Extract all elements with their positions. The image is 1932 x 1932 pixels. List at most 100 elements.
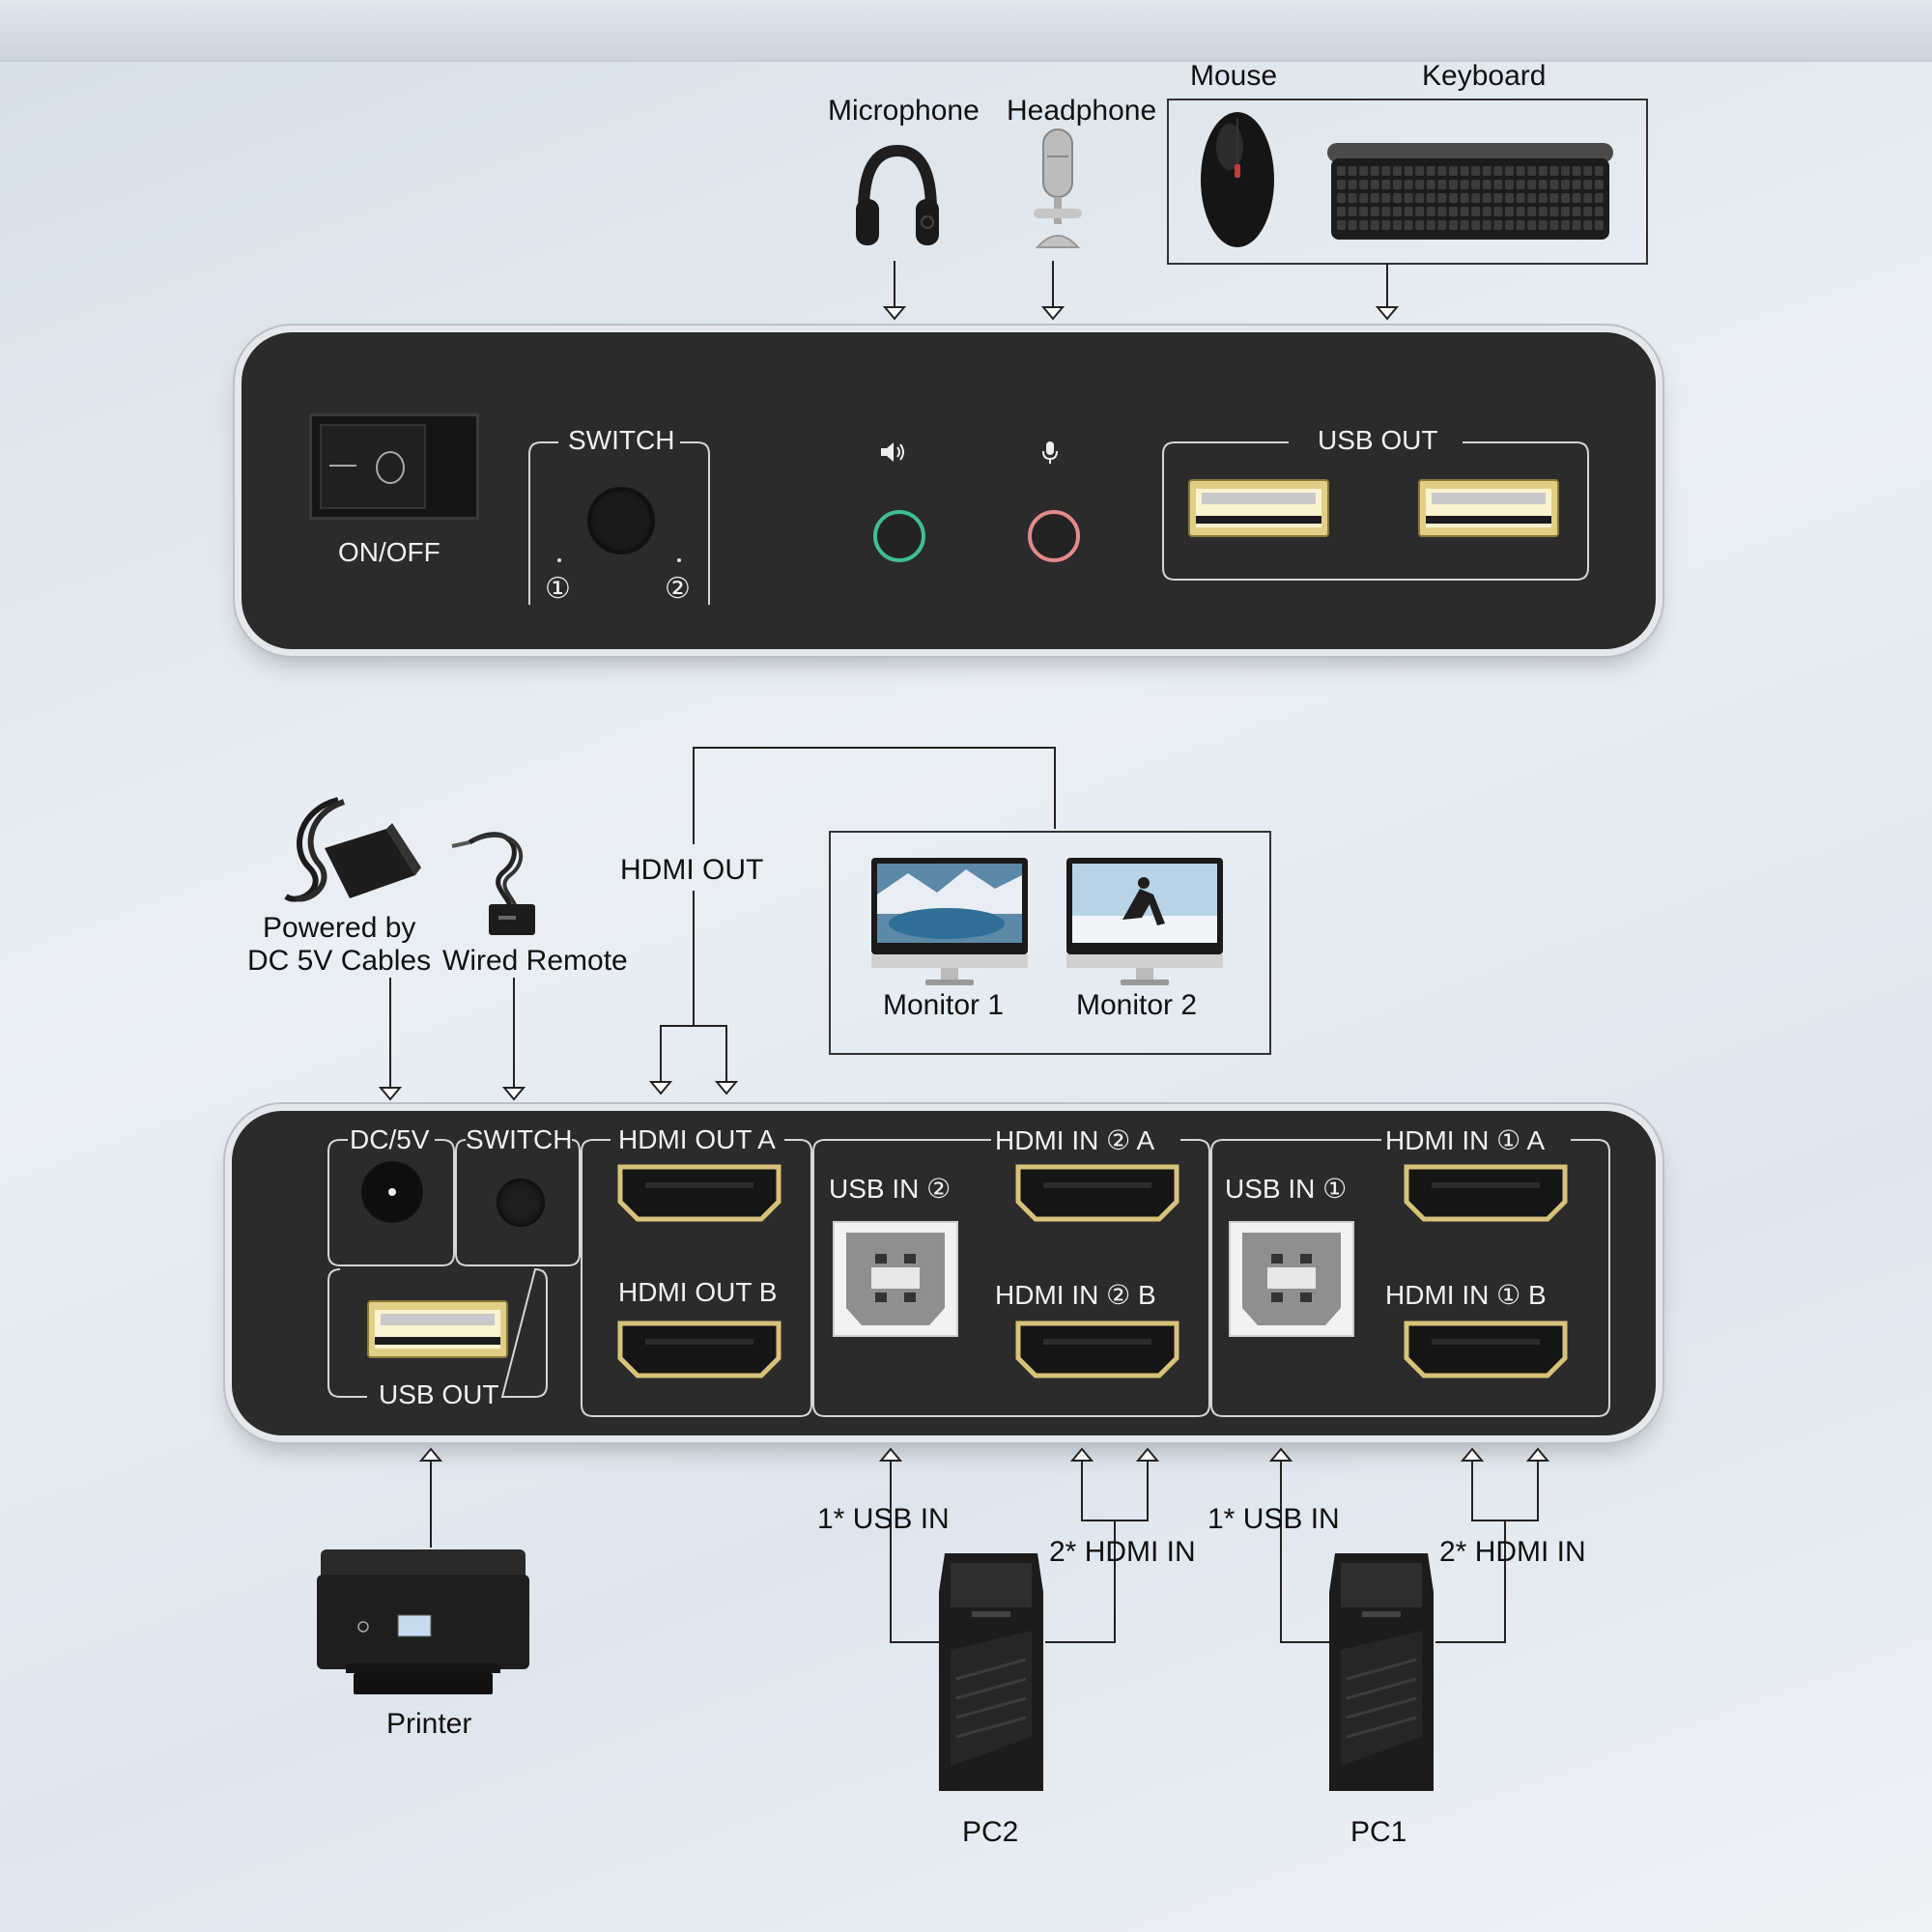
keyboard-key [1460,193,1469,203]
hdmi-out-a-port[interactable] [616,1163,782,1223]
hdmi-in-1b-port[interactable] [1403,1320,1569,1379]
keyboard-key [1381,220,1391,230]
keyboard-key [1415,180,1425,189]
mouse-icon [1201,112,1274,247]
keyboard-key [1426,166,1435,176]
pc1-usb-label: 1* USB IN [1208,1503,1340,1535]
power-switch[interactable] [309,413,479,520]
keyboard-key [1527,166,1537,176]
keyboard-key [1538,220,1548,230]
keyboard-key [1460,207,1469,216]
front-usb-port-1[interactable] [1188,479,1329,537]
keyboard-key [1583,207,1593,216]
headphone-label: Headphone [1007,95,1157,127]
hdmi-in-2b-label: HDMI IN ② B [995,1280,1156,1310]
hdmi-out-b-label: HDMI OUT B [618,1277,778,1307]
mouse-label: Mouse [1190,60,1278,92]
pc1-hdmi-label: 2* HDMI IN [1439,1536,1586,1568]
keyboard-key [1527,180,1537,189]
keyboard-key [1370,166,1379,176]
keyboard-key [1538,207,1548,216]
dc-jack[interactable] [361,1161,423,1223]
hdmi-out-b-port[interactable] [616,1320,782,1379]
switch-button[interactable] [587,487,655,554]
keyboard-key [1449,180,1458,189]
pc1-label: PC1 [1350,1816,1407,1848]
keyboard-key [1437,207,1447,216]
microphone-icon [1034,128,1082,248]
keyboard-key [1460,166,1469,176]
keyboard-key [1583,220,1593,230]
usb-in-2-port[interactable] [833,1221,958,1337]
keyboard-key [1583,193,1593,203]
keyboard-key [1594,193,1604,203]
keyboard-key [1471,220,1481,230]
dc-jack-pin [388,1188,396,1196]
monitor-1-label: Monitor 1 [883,989,1005,1021]
front-usb-port-2[interactable] [1418,479,1559,537]
rear-usb-out-port[interactable] [367,1300,508,1358]
hdmi-in-2b-port[interactable] [1014,1320,1180,1379]
audio-out-jack[interactable] [873,510,925,562]
mic-in-jack[interactable] [1028,510,1080,562]
keyboard-key [1561,207,1570,216]
power-off-mark [376,451,405,484]
keyboard-key [1337,166,1346,176]
mic-small-icon [1042,441,1058,464]
usb-in-1-label: USB IN ① [1225,1174,1348,1204]
keyboard-key [1381,193,1391,203]
keyboard-key [1516,193,1525,203]
monitor-2-icon [1066,858,1223,985]
keyboard-key [1404,220,1413,230]
mouse-keyboard-box [1167,99,1648,265]
keyboard-key [1359,207,1369,216]
keyboard-key [1516,220,1525,230]
remote-jack[interactable] [497,1179,545,1227]
power-label-line2: DC 5V Cables [247,945,432,977]
hdmi-in-2a-label: HDMI IN ② A [995,1125,1155,1155]
keyboard-key [1516,180,1525,189]
printer-icon [317,1549,529,1694]
keyboard-key [1516,207,1525,216]
pc2-hdmi-label: 2* HDMI IN [1049,1536,1196,1568]
keyboard-key [1449,220,1458,230]
pc1-tower-icon [1329,1553,1434,1791]
keyboard-key [1471,193,1481,203]
keyboard-key [1505,207,1514,216]
keyboard-key [1449,193,1458,203]
front-switch-label: SWITCH [568,425,675,455]
keyboard-key [1572,180,1581,189]
keyboard-key [1493,180,1503,189]
keyboard-key [1348,193,1357,203]
keyboard-key [1460,220,1469,230]
keyboard-key [1493,193,1503,203]
keyboard-key [1505,220,1514,230]
rear-dc-label: DC/5V [350,1124,430,1154]
keyboard-key [1404,180,1413,189]
keyboard-key [1348,166,1357,176]
hdmi-in-1b-label: HDMI IN ① B [1385,1280,1547,1310]
top-band [0,0,1932,62]
hdmi-in-1a-port[interactable] [1403,1163,1569,1223]
keyboard-key [1415,166,1425,176]
keyboard-key [1572,207,1581,216]
usb-in-1-port[interactable] [1229,1221,1354,1337]
hdmi-in-2a-port[interactable] [1014,1163,1180,1223]
keyboard-key [1337,193,1346,203]
keyboard-key [1404,207,1413,216]
keyboard-key [1337,180,1346,189]
rear-usb-out-label: USB OUT [379,1379,499,1409]
keyboard-key [1404,193,1413,203]
keyboard-key [1437,180,1447,189]
keyboard-key [1426,180,1435,189]
keyboard-key [1583,180,1593,189]
keyboard-key [1538,166,1548,176]
keyboard-key [1381,180,1391,189]
keyboard-key [1426,193,1435,203]
keyboard-key [1505,180,1514,189]
keyboard-key [1572,193,1581,203]
keyboard-key [1370,193,1379,203]
